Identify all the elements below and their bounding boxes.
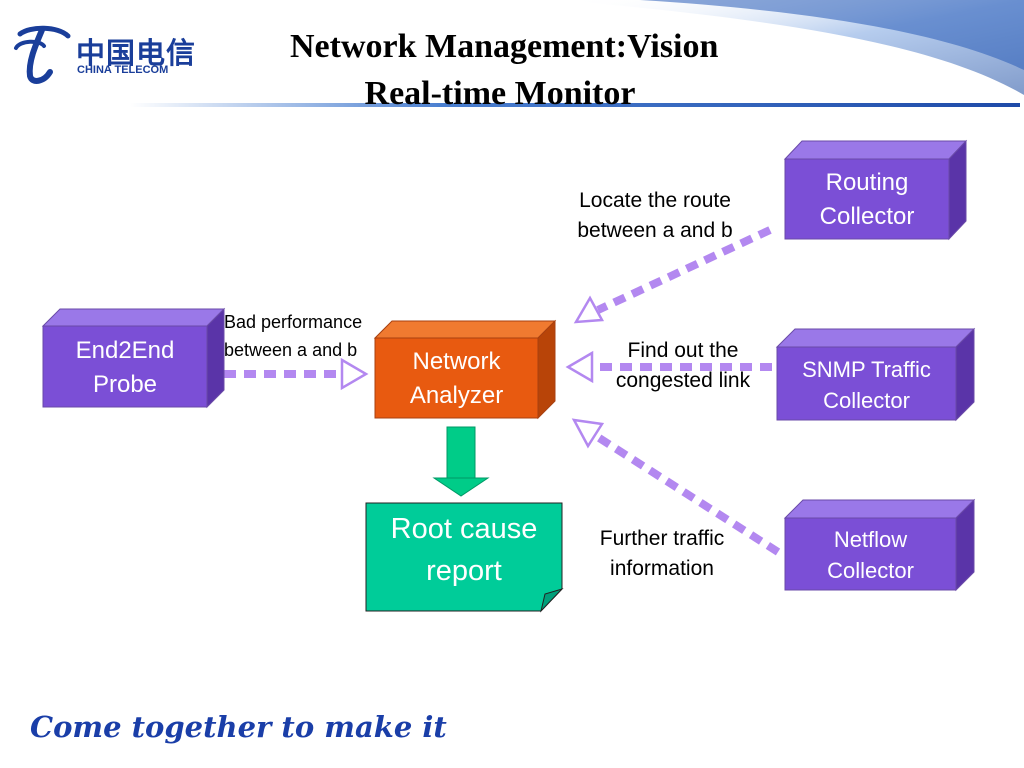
end2end-probe-line1: End2End [75, 337, 175, 364]
root-cause-report-box [365, 502, 564, 613]
snmp-traffic-collector-box [775, 327, 976, 422]
end2end-probe-line2: Probe [92, 371, 158, 398]
netflow-collector-line1: Netflow [833, 527, 908, 552]
snmp-collector-line1: SNMP Traffic [802, 357, 931, 382]
china-telecom-logo-icon [14, 25, 71, 84]
edge-label-probe-line2: between a and b [224, 340, 358, 360]
routing-collector-label: Routing Collector [785, 166, 949, 234]
edge-label-netflow-line2: information [610, 557, 714, 580]
routing-collector-line1: Routing [825, 169, 909, 196]
edge-label-snmp-to-analyzer: Find out the congested link [588, 336, 778, 396]
arrow-routing-to-analyzer [573, 226, 772, 324]
routing-collector-line2: Collector [819, 203, 915, 230]
logo-english-text: CHINA TELECOM [77, 64, 169, 76]
network-analyzer-label: Network Analyzer [375, 345, 538, 413]
header-decoration [130, 0, 1024, 107]
root-cause-report-label: Root cause report [366, 508, 562, 592]
footer-slogan: Come together to make it [30, 710, 447, 744]
root-cause-report-line2: report [426, 555, 502, 587]
network-analyzer-line1: Network [412, 348, 501, 375]
routing-collector-box [783, 139, 968, 241]
arrow-analyzer-to-report-icon [432, 426, 490, 497]
netflow-collector-label: Netflow Collector [785, 524, 956, 586]
edge-label-routing-to-analyzer: Locate the route between a and b [555, 186, 755, 246]
end2end-probe-box [41, 307, 226, 409]
logo-chinese-text: 中国电信 [76, 36, 197, 70]
arrow-netflow-to-analyzer [571, 418, 781, 556]
edge-label-routing-line2: between a and b [577, 219, 733, 242]
snmp-collector-label: SNMP Traffic Collector [777, 354, 956, 416]
edge-label-routing-line1: Locate the route [579, 189, 731, 212]
end2end-probe-label: End2End Probe [43, 334, 207, 402]
edge-label-netflow-to-analyzer: Further traffic information [570, 524, 754, 584]
edge-label-snmp-line1: Find out the [627, 339, 739, 362]
arrow-probe-to-analyzer [224, 357, 369, 391]
network-analyzer-line2: Analyzer [409, 382, 504, 409]
root-cause-report-line1: Root cause [390, 513, 538, 545]
arrow-snmp-to-analyzer [565, 350, 772, 384]
edge-label-netflow-line1: Further traffic [599, 527, 725, 550]
netflow-collector-box [783, 498, 976, 592]
title-line-2: Real-time Monitor [364, 75, 636, 112]
edge-label-snmp-line2: congested link [615, 369, 751, 392]
netflow-collector-line2: Collector [827, 558, 914, 583]
network-analyzer-box [373, 319, 557, 420]
edge-label-probe-to-analyzer: Bad performance between a and b [224, 308, 362, 364]
edge-label-probe-line1: Bad performance [224, 312, 363, 332]
title-line-1: Network Management:Vision [290, 28, 719, 65]
snmp-collector-line2: Collector [823, 388, 910, 413]
